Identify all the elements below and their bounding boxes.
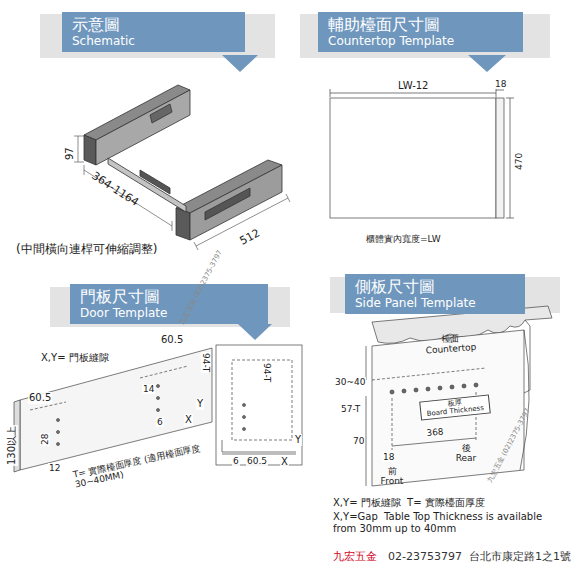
- dimension-label: X: [280, 456, 289, 468]
- header-title: 輔助檯面尺寸圖: [328, 15, 513, 34]
- header-title: 示意圖: [72, 15, 235, 34]
- dimension-label: (中間橫向連桿可伸縮調整): [16, 243, 157, 257]
- dimension-label: X,Y= 門板縫隙: [40, 352, 110, 364]
- dimension-label: 02-23753797 台北市康定路1之1號: [388, 551, 571, 564]
- schematic-dimensions: [74, 136, 290, 250]
- header-subtitle: Side Panel Template: [355, 296, 515, 311]
- header-title: 側板尺寸圖: [355, 277, 515, 296]
- section-header: 側板尺寸圖Side Panel Template: [345, 274, 525, 314]
- dimension-label: 57-T: [340, 404, 361, 414]
- dimension-label: 18: [382, 452, 395, 462]
- section-header: 輔助檯面尺寸圖Countertop Template: [318, 12, 523, 52]
- dimension-label: 130以上: [6, 425, 18, 466]
- dimension-label: 60.5: [246, 456, 268, 466]
- header-subtitle: Door Template: [80, 306, 258, 321]
- dimension-label: 97: [64, 147, 76, 160]
- dimension-label: 94-T: [201, 352, 211, 373]
- dimension-label: Y: [294, 434, 302, 446]
- dimension-label: 94-T: [262, 362, 272, 383]
- header-title: 門板尺寸圖: [80, 287, 258, 306]
- dimension-label: 18: [495, 79, 506, 89]
- dimension-label: 12: [48, 463, 61, 473]
- dimension-label: 櫃體實內寬度=LW: [366, 234, 441, 244]
- header-bands: [40, 14, 560, 327]
- dimension-label: 368: [425, 426, 445, 438]
- dimension-label: 前 Front: [375, 466, 409, 487]
- dimension-label: 70: [352, 436, 365, 446]
- dimension-label: 6: [232, 456, 240, 466]
- note: X,Y=Gap Table Top Thickness is available…: [333, 511, 543, 534]
- dimension-label: 30~40: [334, 377, 366, 387]
- section-header: 門板尺寸圖Door Template: [70, 284, 268, 324]
- dimension-label: Y: [196, 398, 204, 410]
- dimension-label: 60.5: [28, 392, 52, 404]
- dimension-label: 60.5: [160, 334, 184, 346]
- side-panel: [366, 306, 552, 486]
- dimension-label: 470: [514, 153, 524, 170]
- dimension-label: X: [184, 414, 193, 426]
- header-subtitle: Countertop Template: [328, 34, 513, 49]
- dimension-label: 九宏五金: [333, 551, 377, 564]
- dimension-label: LW-12: [398, 80, 428, 92]
- header-subtitle: Schematic: [72, 34, 235, 49]
- dimension-label: 28: [40, 433, 50, 446]
- dimension-label: 6: [156, 417, 164, 427]
- dimension-label: 後 Rear: [450, 443, 482, 464]
- section-header: 示意圖Schematic: [62, 12, 245, 52]
- dimension-label: 512: [238, 227, 262, 248]
- note: X,Y= 門板縫隙 T= 實際檯面厚度: [333, 497, 485, 509]
- dimension-label: 14: [142, 384, 155, 394]
- countertop-plan: [330, 89, 514, 218]
